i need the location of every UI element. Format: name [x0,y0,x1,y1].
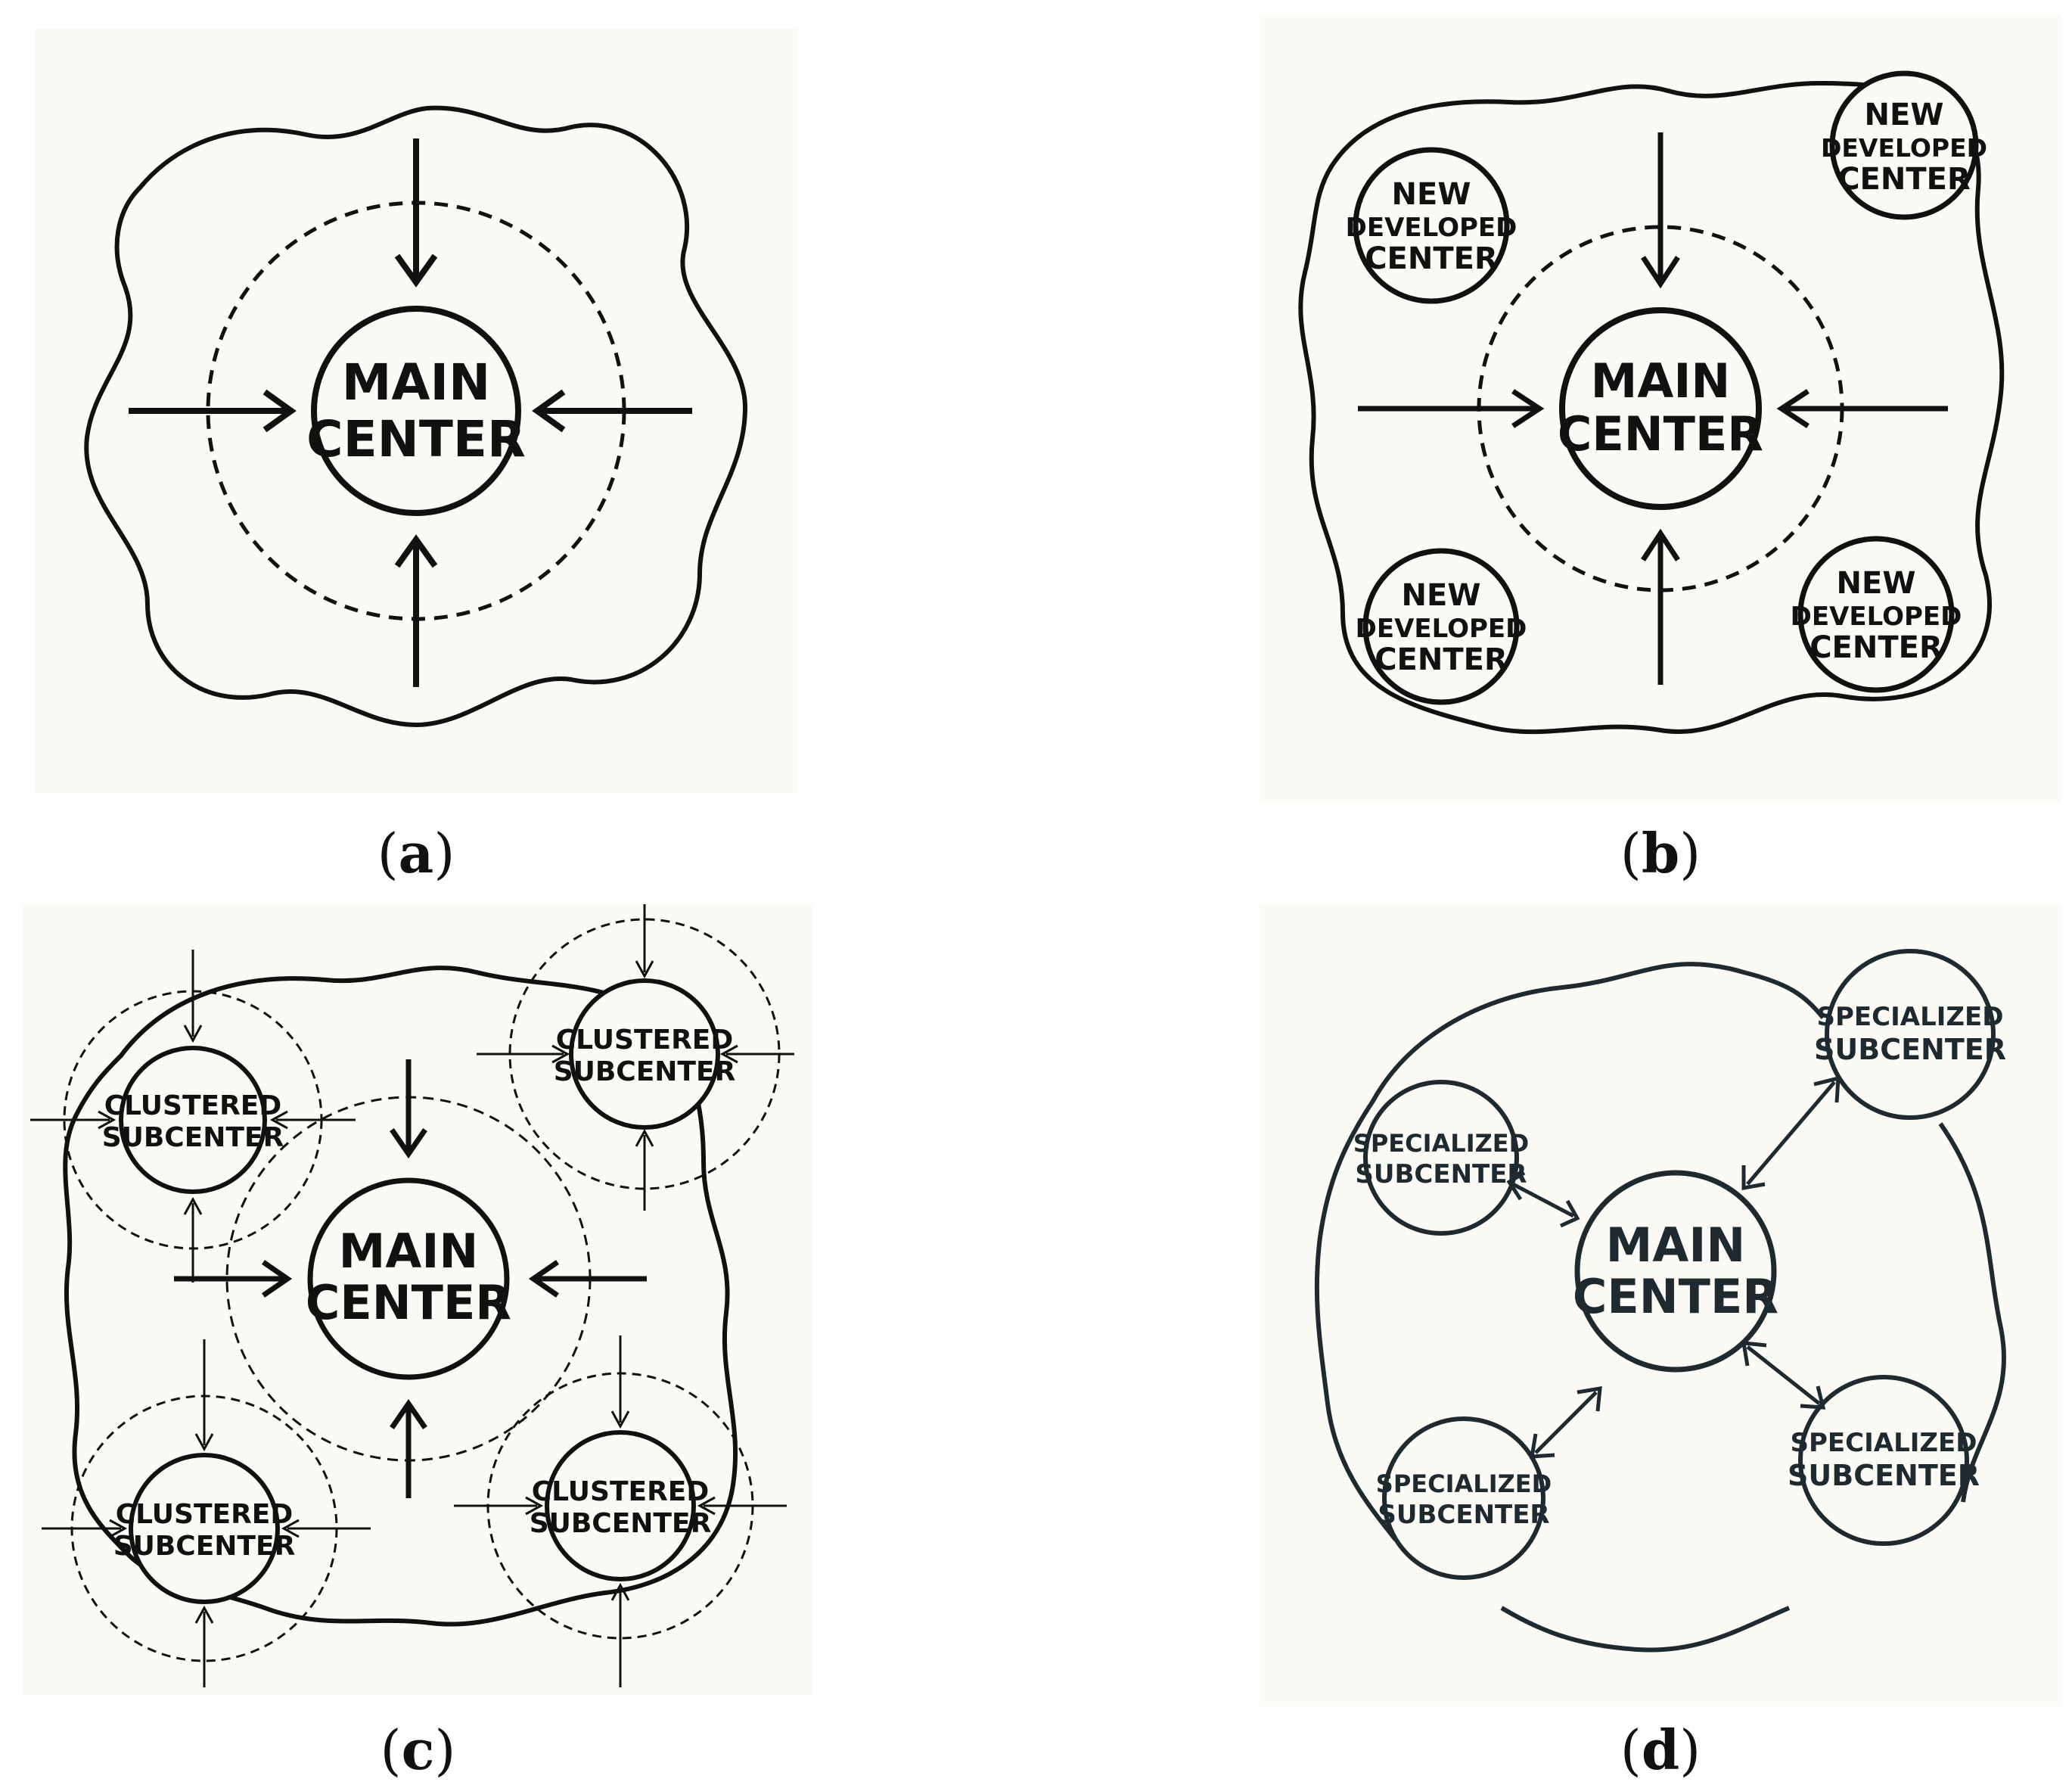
specialized-subcenter-circle [1825,949,1996,1120]
new-developed-center-label: DEVELOPED [1356,614,1527,644]
specialized-subcenter-label: SUBCENTER [1355,1159,1527,1189]
new-developed-center-circle [1353,147,1510,304]
new-developed-center-circle [1829,70,1979,220]
panel-c-diagram: MAIN CENTER CLUSTERED SUBCENTER CLUSTERE… [23,904,813,1695]
main-center-label: CENTER [306,410,526,468]
main-center-circle [307,1177,510,1380]
panel-a-diagram: MAIN CENTER [34,29,798,793]
clustered-subcenter-label: CLUSTERED [104,1090,282,1121]
new-developed-center-label: NEW [1402,578,1481,613]
urban-boundary [84,105,748,728]
main-center-label: MAIN [1591,353,1731,409]
new-developed-center-label: CENTER [1365,241,1498,276]
clustered-subcenter-circle [569,978,720,1130]
main-center-label: MAIN [339,1224,479,1279]
specialized-subcenter-label: SPECIALIZED [1353,1129,1529,1158]
specialized-subcenter-label: SUBCENTER [1378,1500,1549,1530]
new-developed-center-label: NEW [1865,98,1944,132]
clustered-subcenter-circle [545,1430,696,1581]
panel-a: MAIN CENTER [34,29,798,793]
clustered-subcenter-label: SUBCENTER [102,1122,284,1153]
main-center-label: CENTER [1558,406,1763,462]
caption-b: (b) [1620,821,1701,885]
panel-b: MAIN CENTER NEW DEVELOPED CENTER NEW DEV… [1260,15,2061,802]
panel-d: MAIN CENTER SPECIALIZED SUBCENTER SPECIA… [1260,904,2061,1706]
main-center-label: CENTER [306,1275,511,1330]
new-developed-center-label: CENTER [1375,642,1508,677]
clustered-subcenter-label: CLUSTERED [532,1476,710,1507]
main-center-label: MAIN [342,353,491,412]
urban-boundary [1298,80,2005,735]
main-center-label: CENTER [1573,1269,1778,1324]
specialized-subcenter-circle [1382,1416,1545,1580]
specialized-subcenter-label: SPECIALIZED [1791,1428,1977,1458]
new-developed-center-label: DEVELOPED [1346,213,1517,243]
specialized-subcenter-label: SPECIALIZED [1817,1002,2004,1032]
clustered-subcenter-circle [129,1453,280,1604]
clustered-subcenter-label: CLUSTERED [116,1499,294,1530]
new-developed-center-circle [1362,548,1520,705]
specialized-subcenter-circle [1798,1375,1969,1546]
clustered-subcenter-circle [119,1046,267,1194]
specialized-subcenter-circle [1363,1080,1519,1236]
new-developed-center-label: DEVELOPED [1791,602,1962,632]
clustered-subcenter-label: SUBCENTER [554,1056,736,1087]
specialized-subcenter-label: SUBCENTER [1814,1033,2006,1066]
new-developed-center-circle [1797,536,1955,693]
main-center-circle [1574,1170,1777,1373]
main-center-circle [311,306,521,516]
new-developed-center-label: CENTER [1810,630,1943,665]
clustered-subcenter-label: CLUSTERED [556,1025,734,1056]
new-developed-center-label: CENTER [1837,162,1971,197]
main-center-label: MAIN [1606,1217,1746,1273]
new-developed-center-label: DEVELOPED [1821,133,1987,163]
new-developed-center-label: NEW [1392,177,1471,212]
new-developed-center-label: NEW [1837,566,1916,601]
panel-d-diagram: MAIN CENTER SPECIALIZED SUBCENTER SPECIA… [1260,904,2061,1706]
specialized-subcenter-label: SPECIALIZED [1376,1469,1552,1498]
clustered-subcenter-label: SUBCENTER [530,1508,712,1539]
clustered-subcenter-label: SUBCENTER [113,1531,296,1562]
main-center-circle [1559,307,1762,510]
caption-c: (c) [380,1718,456,1782]
urban-boundary [1314,962,2006,1653]
caption-a: (a) [377,821,455,885]
panel-b-diagram: MAIN CENTER NEW DEVELOPED CENTER NEW DEV… [1260,15,2061,802]
urban-boundary [63,966,738,1627]
caption-d: (d) [1620,1718,1701,1782]
panel-c: MAIN CENTER CLUSTERED SUBCENTER CLUSTERE… [23,904,813,1695]
specialized-subcenter-label: SUBCENTER [1788,1459,1980,1492]
